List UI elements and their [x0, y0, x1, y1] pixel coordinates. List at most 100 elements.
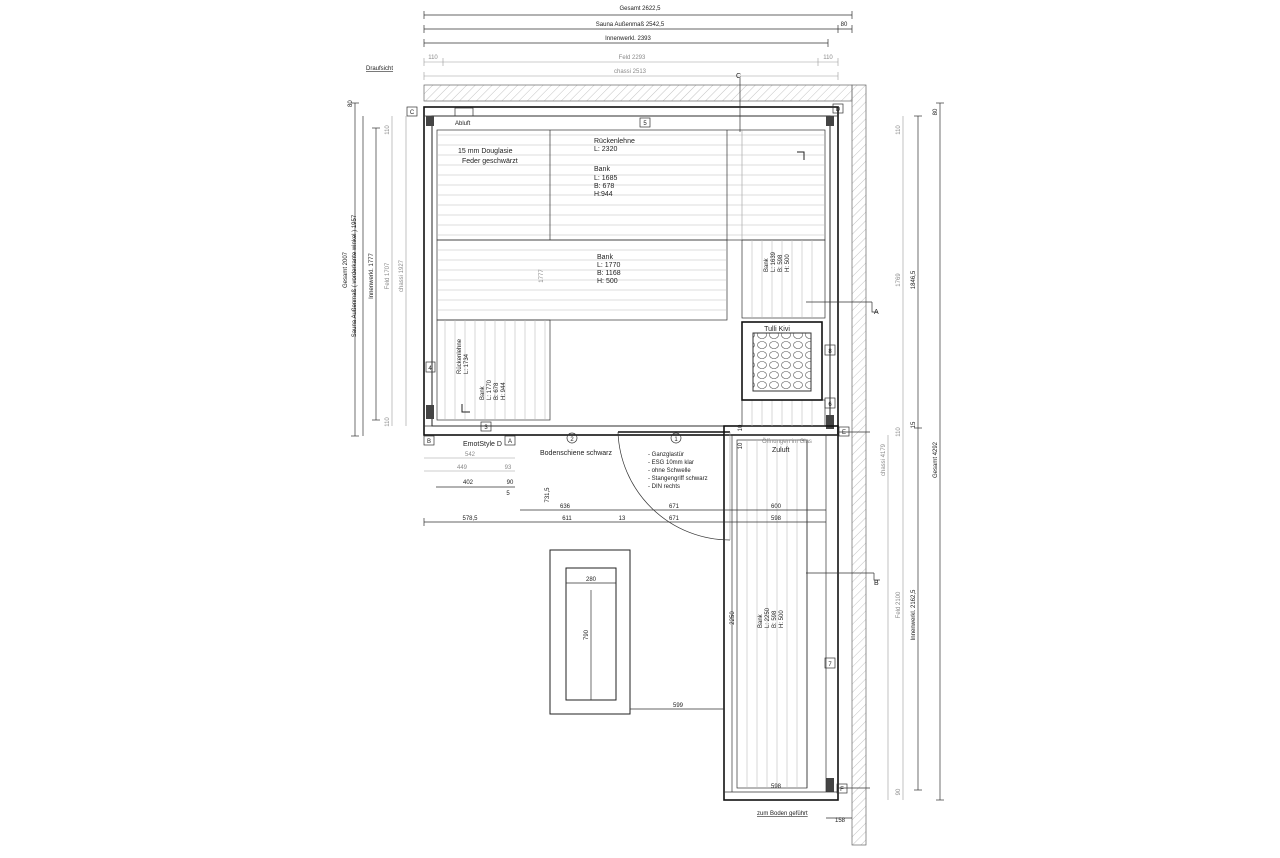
corner-f: F — [840, 787, 844, 793]
label-bank1: Bank — [594, 166, 610, 173]
label-bank-lower-b: B: 598 — [772, 610, 778, 628]
dim-158: 158 — [835, 818, 846, 824]
dim-right-80: 80 — [933, 108, 939, 115]
left-dimension-chains: Gesamt 2007 80 Sauna Außenmaß ( vorderka… — [343, 100, 407, 437]
panel-3: 3 — [484, 425, 488, 431]
view-label: Draufsicht — [366, 66, 393, 72]
dim-598a: 598 — [771, 516, 782, 522]
dim-611: 611 — [562, 516, 572, 522]
label-rueckenlehne-top: Rückenlehne — [594, 138, 635, 145]
label-zuluft-small: Öffnungen im Glas — [762, 438, 812, 445]
corner-letters: C D B A E F — [406, 103, 850, 794]
label-rueckenlehne-left: Rückenlehne — [457, 338, 463, 374]
dim-right-innen-bot: Innenwerkl. 2162,5 — [911, 589, 917, 640]
label-douglasie-2: Feder geschwärzt — [462, 158, 518, 165]
dim-542: 542 — [465, 452, 476, 458]
panel-2: 2 — [570, 437, 574, 443]
dim-feld-width: Feld 2293 — [619, 55, 646, 61]
label-bank-right: Bank — [764, 257, 770, 272]
corner-d: D — [836, 107, 841, 113]
dim-2250: 2250 — [730, 611, 736, 625]
section-c: C — [736, 73, 741, 80]
sauna-stove: Tulli Kivi — [741, 321, 823, 401]
corner-c: C — [410, 110, 415, 116]
dim-10b: 10 — [738, 442, 744, 449]
door-spec-1: - ESG 10mm klar — [648, 460, 694, 466]
label-bank2-l: L: 1770 — [597, 262, 620, 269]
label-zuluft: Zuluft — [772, 447, 790, 454]
dim-right-110b: 110 — [896, 427, 902, 437]
label-douglasie-1: 15 mm Douglasie — [458, 148, 513, 155]
label-bank1-b: B: 678 — [594, 183, 614, 190]
dim-right-90: 90 — [896, 788, 902, 795]
plan-labels: Abluft 15 mm Douglasie Feder geschwärzt … — [454, 107, 812, 817]
label-bank-left-b: B: 678 — [494, 382, 500, 400]
panel-8: 8 — [828, 349, 832, 355]
dim-feld-right: 110 — [823, 55, 833, 61]
label-bank-right-h: H: 500 — [785, 254, 791, 272]
label-bank-lower: Bank — [758, 613, 764, 628]
dim-600: 600 — [771, 504, 782, 510]
dim-left-feld: Feld 1707 — [385, 262, 391, 289]
dim-feld-left: 110 — [428, 55, 438, 61]
label-rueckenlehne-left-l: L: 1734 — [464, 353, 470, 374]
dim-chassi-width: chassi 2513 — [614, 69, 647, 75]
stove-label: Tulli Kivi — [764, 326, 790, 333]
dim-left-chassi: chassi 1927 — [399, 259, 405, 292]
dim-93: 93 — [505, 465, 512, 471]
label-bank-lower-l: L: 2250 — [765, 607, 771, 628]
dim-790: 790 — [584, 629, 590, 640]
label-bank-left: Bank — [480, 385, 486, 400]
benches — [436, 129, 826, 789]
dim-449: 449 — [457, 465, 468, 471]
dim-578: 578,5 — [462, 516, 478, 522]
label-bank-left-h: H: 944 — [501, 382, 507, 400]
dim-598b: 598 — [771, 784, 782, 790]
dim-671a: 671 — [669, 504, 680, 510]
dim-13: 13 — [619, 516, 626, 522]
label-bank1-l: L: 1685 — [594, 175, 617, 182]
label-bank-left-l: L: 1770 — [487, 379, 493, 400]
dim-innenwerkl-width: Innenwerkl. 2393 — [605, 36, 651, 42]
corner-a: A — [508, 439, 512, 445]
label-bank1-h: H:944 — [594, 191, 613, 198]
door-spec-3: - Stangengriff schwarz — [648, 476, 708, 482]
dim-731: 731,5 — [545, 487, 551, 503]
dim-right-chassi: chassi 4179 — [881, 443, 887, 476]
panel-5: 5 — [643, 121, 647, 127]
dim-left-80: 80 — [348, 100, 354, 107]
dim-right-15: 15 — [911, 421, 917, 428]
dim-aussenmass-width: Sauna Außenmaß 2542,5 — [596, 22, 665, 28]
dim-5: 5 — [506, 491, 510, 497]
label-bank2-b: B: 1168 — [597, 270, 621, 277]
section-a: A — [874, 309, 879, 316]
label-bank-right-b: B: 598 — [778, 254, 784, 272]
label-bank2-h: H: 500 — [597, 278, 618, 285]
dim-10a: 10 — [738, 424, 744, 431]
dim-90: 90 — [507, 480, 514, 486]
floor-element — [549, 549, 724, 715]
bottom-dimension-chains: 542 449 93 402 90 5 636 671 600 731,5 57… — [423, 424, 852, 824]
dim-636: 636 — [560, 504, 571, 510]
dim-right-gesamt: Gesamt 4292 — [933, 441, 939, 478]
label-rueckenlehne-top-l: L: 2320 — [594, 146, 617, 153]
panel-6: 6 — [828, 402, 832, 408]
label-bank2: Bank — [597, 254, 613, 261]
panel-7: 7 — [828, 662, 832, 668]
dim-left-110-top: 110 — [385, 125, 391, 135]
door-spec-4: - DIN rechts — [648, 484, 680, 490]
label-bank-lower-h: H: 500 — [779, 610, 785, 628]
door-spec-0: - Ganzglastür — [648, 452, 684, 458]
corner-b: B — [427, 439, 431, 445]
dim-right-1769: 1769 — [896, 273, 902, 287]
label-bodenschiene: Bodenschiene schwarz — [540, 450, 612, 457]
section-markers: C A B — [461, 73, 880, 789]
building-walls — [423, 84, 867, 846]
dim-aussen-extra: 80 — [841, 22, 848, 28]
sauna-outline — [423, 106, 839, 801]
dim-left-innen: Innenwerkl. 1777 — [369, 252, 375, 298]
label-zum-boden: zum Boden geführt — [757, 811, 808, 817]
label-emotstyle: EmotStyle D — [463, 441, 502, 448]
